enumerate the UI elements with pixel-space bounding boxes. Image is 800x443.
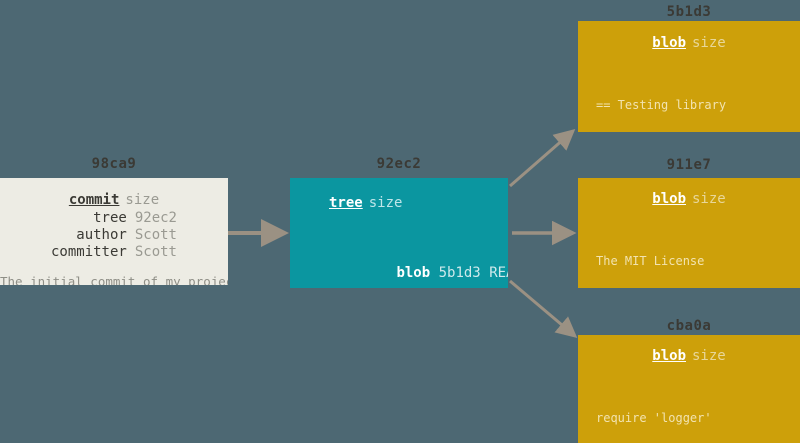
blob-license-type-keyword: blob [652,191,686,207]
blob-license-label: 911e7 [666,157,712,173]
commit-field-row: author Scott [51,227,177,244]
commit-field-value: 92ec2 [134,210,177,226]
commit-header: commit size [0,192,228,208]
tree-type-keyword: tree [329,195,363,211]
blob-readme-header: blob size [578,35,800,51]
commit-field-key: author [76,227,127,243]
blob-readme-size-word: size [692,35,726,51]
commit-field-value: Scott [134,244,177,260]
commit-type-keyword: commit [68,192,120,208]
blob-license-node[interactable]: blob size The MIT License Copyright (c) 2… [578,178,800,288]
commit-field-row: committer Scott [51,244,177,261]
blob-readme-type-keyword: blob [652,35,686,51]
tree-node[interactable]: tree size blob 5b1d3 README blob 911e7 LI… [290,178,508,288]
commit-field-key: tree [93,210,127,226]
tree-entry-list: blob 5b1d3 README blob 911e7 LICENSE blo… [290,212,508,288]
edge-tree-to-blob-testrb [509,279,578,338]
blob-license-content: The MIT License Copyright (c) 2008 Scott… [578,224,800,288]
blob-testrb-content: require 'logger' require 'test/unit' cla… [578,381,800,443]
commit-field-key: committer [50,244,127,260]
commit-field-row: tree 92ec2 [51,210,177,227]
commit-node[interactable]: commit size tree 92ec2 author Scott commi… [0,178,228,285]
blob-license-size-word: size [692,191,726,207]
blob-readme-node[interactable]: blob size == Testing library This library… [578,21,800,132]
edge-tree-to-blob-readme [509,129,576,188]
commit-message: The initial commit of my project [0,274,228,285]
tree-entry-hash [430,265,438,281]
commit-node-label: 98ca9 [91,156,137,172]
tree-entry-name: README [489,264,508,281]
tree-node-label: 92ec2 [376,156,422,172]
blob-testrb-size-word: size [692,348,726,364]
commit-field-table: tree 92ec2 author Scott committer Scott [51,210,177,261]
blob-readme-content: == Testing library This library is used … [578,68,800,132]
commit-size-word: size [125,192,160,208]
blob-readme-label: 5b1d3 [666,4,712,20]
tree-size-word: size [368,195,403,211]
tree-entry-hash-value: 5b1d3 [438,264,481,281]
tree-entry: blob 5b1d3 README [329,247,508,288]
tree-entry-type: blob [396,264,431,281]
blob-testrb-node[interactable]: blob size require 'logger' require 'test/… [578,335,800,443]
blob-license-header: blob size [578,191,800,207]
blob-line: The MIT License [596,254,705,268]
blob-testrb-header: blob size [578,348,800,364]
blob-line: == Testing library [596,98,727,112]
blob-testrb-type-keyword: blob [652,348,686,364]
blob-testrb-label: cba0a [666,318,712,334]
commit-field-value: Scott [134,227,177,243]
tree-header: tree size [290,195,508,211]
blob-line: require 'logger' [596,411,712,425]
